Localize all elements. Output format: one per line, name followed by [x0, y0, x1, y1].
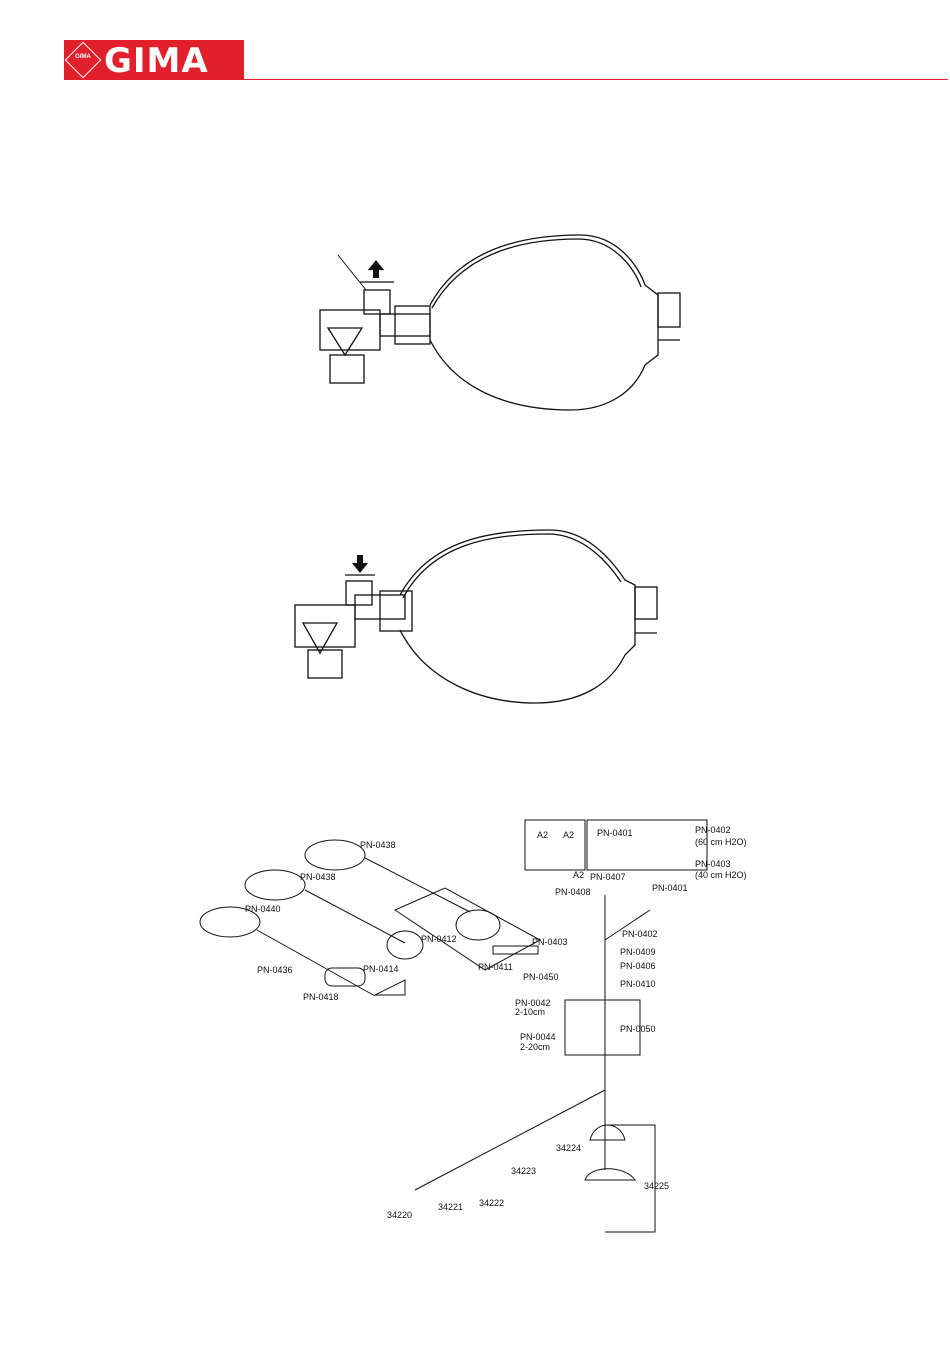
label-a2-left: A2 [537, 830, 548, 840]
label-pn0412: PN-0412 [421, 934, 457, 944]
label-pn0402-sub: (60 cm H2O) [695, 837, 747, 847]
logo-seal-text: GIMA [70, 54, 96, 60]
label-34224: 34224 [556, 1143, 581, 1153]
label-pn0042-range: 2-10cm [515, 1007, 545, 1017]
label-pn0414: PN-0414 [363, 964, 399, 974]
label-34220: 34220 [387, 1210, 412, 1220]
label-pn0401: PN-0401 [652, 883, 688, 893]
label-pn0408: PN-0408 [555, 887, 591, 897]
label-34225: 34225 [644, 1181, 669, 1191]
label-pn0402: PN-0402 [695, 825, 731, 835]
logo-seal-icon [65, 42, 102, 79]
label-pn0402-stack: PN-0402 [622, 929, 658, 939]
label-pn0450: PN-0450 [523, 972, 559, 982]
label-pn0403-stack: PN-0403 [532, 937, 568, 947]
label-pn0438-a: PN-0438 [360, 840, 396, 850]
figure-valve-closed [280, 525, 680, 710]
header-rule [244, 79, 948, 80]
label-34223: 34223 [511, 1166, 536, 1176]
logo-wordmark: GIMA [104, 41, 209, 81]
label-pn0050: PN-0050 [620, 1024, 656, 1034]
label-pn0044: PN-0044 [520, 1032, 556, 1042]
gima-logo: GIMA GIMA [64, 40, 244, 80]
label-pn0440: PN-0440 [245, 904, 281, 914]
label-a2-right: A2 [563, 830, 574, 840]
down-arrow-icon [352, 555, 368, 573]
label-pn0411: PN-0411 [478, 962, 513, 972]
label-pn0418: PN-0418 [303, 992, 339, 1002]
label-box-pn0401: PN-0401 [597, 828, 633, 838]
label-pn0406: PN-0406 [620, 961, 656, 971]
label-pn0044-range: 2-20cm [520, 1042, 550, 1052]
label-pn0403-sub: (40 cm H2O) [695, 870, 747, 880]
label-pn0436: PN-0436 [257, 965, 293, 975]
label-pn0409: PN-0409 [620, 947, 656, 957]
figure-parts-diagram: PN-0438 PN-0438 PN-0440 PN-0436 PN-0418 … [195, 800, 760, 1240]
label-stack-a2: A2 [573, 870, 584, 880]
label-pn0403: PN-0403 [695, 859, 731, 869]
up-arrow-icon [368, 260, 384, 278]
label-pn0410: PN-0410 [620, 979, 656, 989]
label-pn0407: PN-0407 [590, 872, 626, 882]
label-pn0438-b: PN-0438 [300, 872, 336, 882]
figure-valve-open [290, 230, 710, 415]
label-34221: 34221 [438, 1202, 463, 1212]
label-34222: 34222 [479, 1198, 504, 1208]
